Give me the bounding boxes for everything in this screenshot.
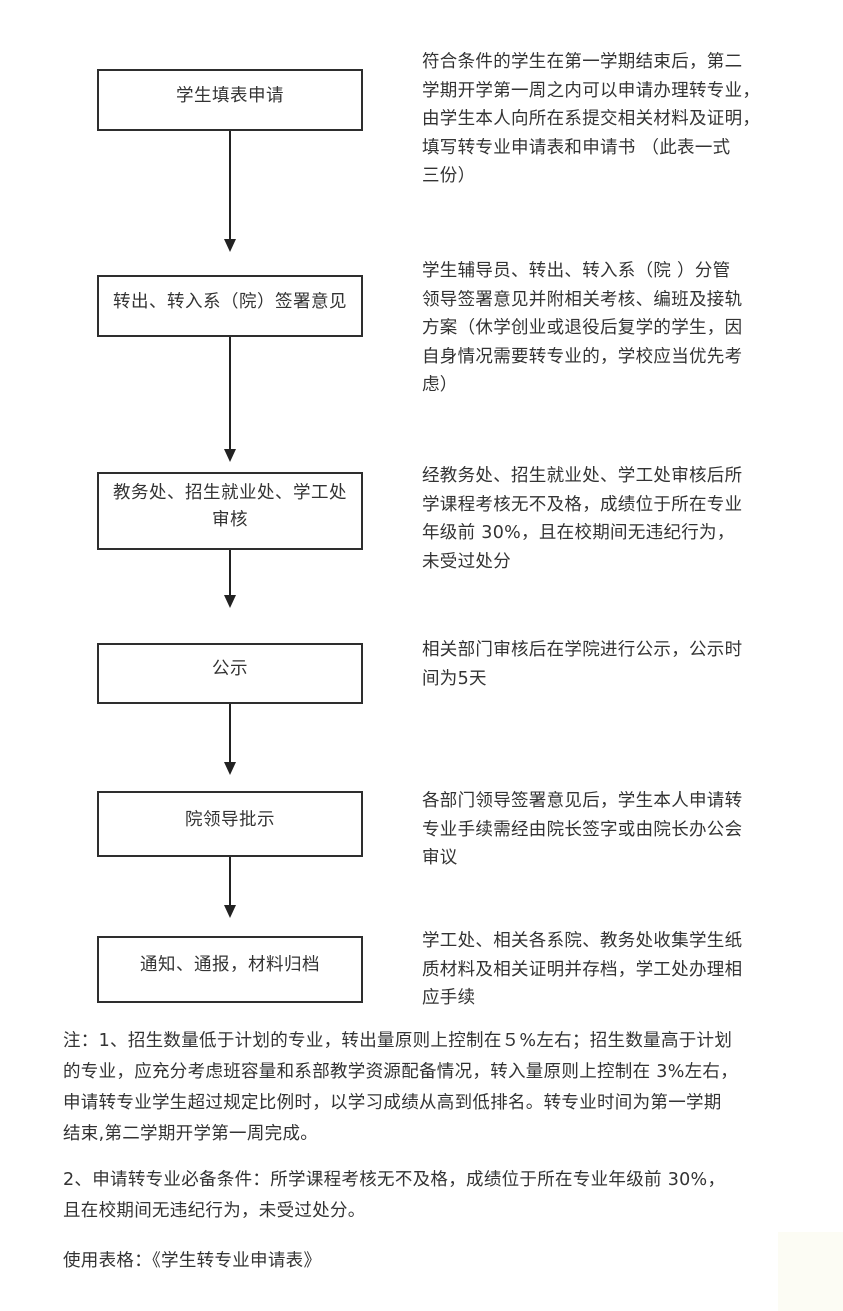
down-arrow-icon (229, 857, 231, 905)
down-arrow-head-icon (224, 905, 236, 918)
flow-box-label: 学生填表申请 (176, 85, 284, 106)
down-arrow-icon (229, 131, 231, 239)
step-description: 符合条件的学生在第一学期结束后，第二 学期开学第一周之内可以申请办理转专业， 由… (422, 52, 761, 186)
step-description: 经教务处、招生就业处、学工处审核后所 学课程考核无不及格，成绩位于所在专业 年级… (422, 466, 743, 572)
flow-box-label: 院领导批示 (185, 809, 275, 830)
flow-box-notify-archive: 通知、通报，材料归档 (97, 936, 363, 1003)
step-description: 相关部门审核后在学院进行公示，公示时 间为5天 (422, 640, 743, 689)
flow-box-student-application: 学生填表申请 (97, 69, 363, 131)
down-arrow-head-icon (224, 239, 236, 252)
note-paragraph-quota-rules: 注：1、招生数量低于计划的专业，转出量原则上控制在５%左右；招生数量高于计划 的… (63, 1031, 739, 1144)
flow-box-label: 公示 (212, 659, 248, 679)
note-paragraph-requirements: 2、申请转专业必备条件：所学课程考核无不及格，成绩位于所在专业年级前 30%， … (63, 1170, 726, 1221)
flow-box-label: 教务处、招生就业处、学工处 审核 (113, 483, 347, 530)
flow-box-dean-approval: 院领导批示 (97, 791, 363, 857)
down-arrow-icon (229, 550, 231, 595)
bottom-right-shade (778, 1232, 843, 1311)
flow-box-label: 通知、通报，材料归档 (140, 955, 320, 975)
down-arrow-head-icon (224, 595, 236, 608)
step-description: 学工处、相关各系院、教务处收集学生纸 质材料及相关证明并存档，学工处办理相 应手… (422, 931, 743, 1008)
down-arrow-head-icon (224, 449, 236, 462)
flow-box-public-announcement: 公示 (97, 643, 363, 704)
down-arrow-icon (229, 337, 231, 449)
flow-box-dept-sign-opinion: 转出、转入系（院）签署意见 (97, 275, 363, 337)
down-arrow-head-icon (224, 762, 236, 775)
down-arrow-icon (229, 704, 231, 762)
step-description: 各部门领导签署意见后，学生本人申请转 专业手续需经由院长签字或由院长办公会 审议 (422, 791, 743, 868)
flow-box-label: 转出、转入系（院）签署意见 (113, 291, 347, 312)
flow-box-offices-review: 教务处、招生就业处、学工处 审核 (97, 472, 363, 550)
note-paragraph-form-used: 使用表格：《学生转专业申请表》 (63, 1251, 322, 1271)
step-description: 学生辅导员、转出、转入系（院 ）分管 领导签署意见并附相关考核、编班及接轨 方案… (422, 261, 743, 395)
